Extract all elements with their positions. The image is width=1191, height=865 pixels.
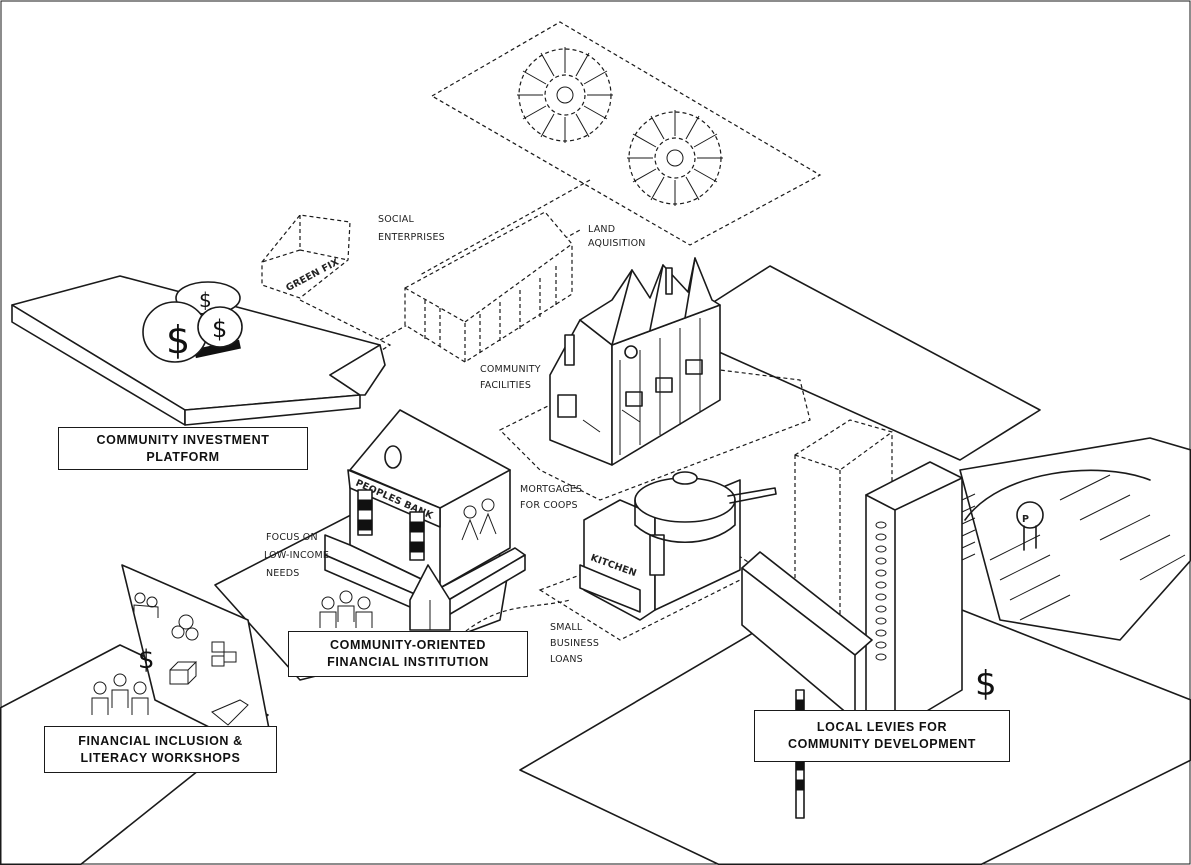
label-line-2: LITERACY WORKSHOPS bbox=[80, 750, 241, 765]
label-line-1: LOCAL LEVIES FOR bbox=[816, 720, 948, 734]
peoples-bank: PEOPLES BANK bbox=[324, 409, 526, 631]
flower-bed-2 bbox=[627, 110, 723, 206]
annotation-social-enterprises: SOCIAL ENTERPRISES bbox=[378, 214, 445, 243]
label-line-1: COMMUNITY INVESTMENT bbox=[96, 432, 270, 447]
parking-sign: P bbox=[1022, 514, 1029, 525]
district-ground-plot bbox=[669, 265, 1041, 461]
workshop-people-icon bbox=[91, 673, 149, 715]
annotation-focus-low-income: FOCUS ON LOW-INCOME NEEDS bbox=[264, 532, 332, 579]
label-community-oriented-financial-institution: COMMUNITY-ORIENTED FINANCIAL INSTITUTION bbox=[288, 631, 528, 677]
svg-text:$: $ bbox=[212, 315, 227, 343]
svg-text:$: $ bbox=[199, 288, 212, 312]
social-enterprise-warehouse bbox=[404, 211, 573, 363]
label-line-2: PLATFORM bbox=[146, 449, 220, 464]
levies-dollar-sign: $ bbox=[975, 664, 997, 704]
investment-platform: $ $ $ bbox=[11, 275, 386, 426]
land-acquisition-plot bbox=[430, 21, 822, 246]
workshop-ground-plot bbox=[0, 644, 269, 865]
label-line-1: FINANCIAL INCLUSION & bbox=[78, 733, 243, 748]
label-line-1: COMMUNITY-ORIENTED bbox=[330, 638, 486, 652]
flower-bed-1 bbox=[517, 47, 613, 143]
levies-tower bbox=[865, 461, 976, 731]
parking-lot: P bbox=[964, 469, 1186, 621]
label-financial-inclusion-workshops: FINANCIAL INCLUSION & LITERACY WORKSHOPS bbox=[44, 726, 277, 773]
annotation-small-business-loans: SMALL BUSINESS LOANS bbox=[550, 622, 602, 665]
label-line-2: COMMUNITY DEVELOPMENT bbox=[787, 737, 977, 751]
kitchen-building: KITCHEN bbox=[579, 471, 777, 621]
parking-ground-plot bbox=[959, 437, 1191, 641]
label-community-investment-platform: COMMUNITY INVESTMENT PLATFORM bbox=[58, 427, 308, 470]
community-facilities-houses bbox=[549, 257, 721, 466]
green-fix-van: GREEN FIX bbox=[261, 214, 351, 299]
people-group-icon bbox=[319, 590, 373, 628]
annotation-community-facilities: COMMUNITY FACILITIES bbox=[480, 364, 544, 391]
svg-text:$: $ bbox=[166, 318, 190, 362]
svg-text:$: $ bbox=[138, 645, 155, 675]
label-line-2: FINANCIAL INSTITUTION bbox=[327, 655, 489, 669]
label-local-levies: LOCAL LEVIES FOR COMMUNITY DEVELOPMENT bbox=[754, 710, 1010, 762]
annotation-land-aquisition: LAND AQUISITION bbox=[588, 224, 646, 249]
annotation-mortgages-for-coops: MORTGAGES FOR COOPS bbox=[520, 484, 586, 511]
